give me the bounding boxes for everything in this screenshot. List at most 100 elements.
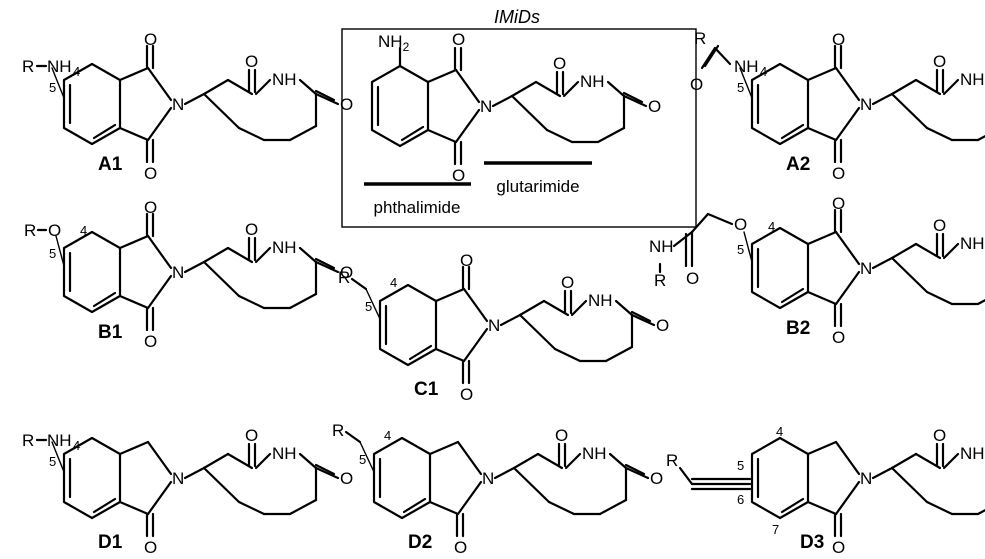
svg-text:O: O — [832, 194, 845, 213]
svg-text:NH: NH — [47, 57, 72, 76]
svg-text:O: O — [832, 30, 845, 49]
svg-text:O: O — [245, 220, 258, 239]
svg-text:O: O — [933, 216, 946, 235]
svg-text:O: O — [690, 75, 703, 94]
svg-text:5: 5 — [49, 246, 56, 261]
svg-text:R: R — [332, 421, 344, 440]
svg-text:5: 5 — [737, 242, 744, 257]
compound-a2: NH R O 4 5 O O N O NH O A2 — [690, 29, 985, 183]
svg-text:O: O — [245, 52, 258, 71]
svg-text:O: O — [340, 263, 353, 282]
svg-text:O: O — [832, 328, 845, 347]
compound-b2: O O NH R 4 5 O O N O NH O B2 — [649, 194, 985, 347]
svg-text:N: N — [488, 316, 500, 335]
svg-text:4: 4 — [390, 275, 397, 290]
svg-text:O: O — [650, 469, 663, 488]
svg-text:O: O — [48, 221, 61, 240]
svg-text:O: O — [144, 198, 157, 217]
svg-text:5: 5 — [49, 80, 56, 95]
glutarimide-label: glutarimide — [496, 177, 579, 196]
svg-text:O: O — [460, 251, 473, 270]
svg-text:O: O — [245, 426, 258, 445]
svg-text:NH: NH — [960, 234, 985, 253]
svg-text:NH: NH — [960, 70, 985, 89]
svg-text:O: O — [553, 54, 566, 73]
svg-text:N: N — [482, 469, 494, 488]
compound-label-a2: A2 — [786, 154, 810, 175]
svg-text:NH: NH — [960, 444, 985, 463]
svg-text:R: R — [22, 431, 34, 450]
imids-title: IMiDs — [494, 7, 540, 27]
svg-text:O: O — [340, 95, 353, 114]
svg-text:N: N — [172, 469, 184, 488]
svg-text:6: 6 — [737, 492, 744, 507]
svg-text:O: O — [832, 538, 845, 557]
svg-text:5: 5 — [737, 458, 744, 473]
svg-text:NH: NH — [47, 431, 72, 450]
svg-text:O: O — [454, 538, 467, 557]
svg-text:4: 4 — [768, 219, 775, 234]
svg-text:O: O — [340, 469, 353, 488]
svg-text:4: 4 — [73, 64, 80, 79]
svg-text:NH: NH — [582, 444, 607, 463]
svg-text:5: 5 — [365, 299, 372, 314]
compound-d2: R 4 5 O N O NH O D2 — [332, 421, 663, 557]
svg-text:R: R — [22, 57, 34, 76]
svg-text:N: N — [860, 469, 872, 488]
phthalimide-label: phthalimide — [374, 198, 461, 217]
svg-text:O: O — [561, 273, 574, 292]
compound-label-d3: D3 — [800, 532, 824, 553]
svg-text:O: O — [933, 52, 946, 71]
svg-text:NH: NH — [272, 70, 297, 89]
svg-text:O: O — [144, 30, 157, 49]
compound-b1: R O 4 5 O O N O NH O B1 — [24, 198, 353, 351]
svg-text:4: 4 — [80, 223, 87, 238]
svg-text:4: 4 — [776, 424, 783, 439]
svg-text:R: R — [666, 451, 678, 470]
svg-text:NH: NH — [588, 291, 613, 310]
svg-text:O: O — [686, 269, 699, 288]
svg-text:5: 5 — [359, 452, 366, 467]
svg-text:N: N — [480, 97, 492, 116]
svg-text:NH: NH — [580, 72, 605, 91]
compound-label-b2: B2 — [786, 318, 810, 339]
svg-text:4: 4 — [760, 64, 767, 79]
svg-text:O: O — [144, 332, 157, 351]
compound-d3: R 4 5 6 7 O N O NH O D3 — [666, 424, 985, 557]
svg-text:O: O — [832, 164, 845, 183]
imids-frame — [341, 28, 697, 228]
svg-text:R: R — [654, 271, 666, 290]
svg-text:NH: NH — [272, 238, 297, 257]
svg-text:NH: NH — [272, 444, 297, 463]
compound-c1: R 4 5 O O N O NH O C1 — [338, 251, 669, 404]
compound-label-b1: B1 — [98, 322, 123, 343]
compound-label-d2: D2 — [408, 532, 432, 553]
svg-text:O: O — [452, 30, 465, 49]
imids-nh2-label: NH2 — [378, 32, 410, 54]
svg-text:NH: NH — [649, 237, 674, 256]
svg-text:7: 7 — [772, 522, 779, 537]
svg-text:N: N — [172, 95, 184, 114]
svg-text:O: O — [656, 316, 669, 335]
svg-text:R: R — [24, 221, 36, 240]
svg-text:O: O — [452, 166, 465, 185]
compound-a1: R NH 4 5 O O N O NH O A1 — [22, 30, 353, 183]
svg-text:4: 4 — [384, 428, 391, 443]
svg-text:5: 5 — [737, 80, 744, 95]
svg-text:O: O — [144, 164, 157, 183]
svg-text:O: O — [144, 538, 157, 557]
svg-text:N: N — [172, 263, 184, 282]
compound-label-a1: A1 — [98, 154, 123, 175]
svg-text:O: O — [460, 385, 473, 404]
svg-text:5: 5 — [49, 454, 56, 469]
svg-text:O: O — [933, 426, 946, 445]
imids-structure: NH2 O O N O NH O — [370, 30, 661, 185]
svg-text:N: N — [860, 259, 872, 278]
svg-text:R: R — [694, 29, 706, 48]
svg-text:O: O — [648, 97, 661, 116]
svg-text:R: R — [338, 268, 350, 287]
compound-label-d1: D1 — [98, 532, 123, 553]
svg-text:4: 4 — [73, 438, 80, 453]
compound-d1: R NH 4 5 O N O NH O D1 — [22, 426, 353, 557]
